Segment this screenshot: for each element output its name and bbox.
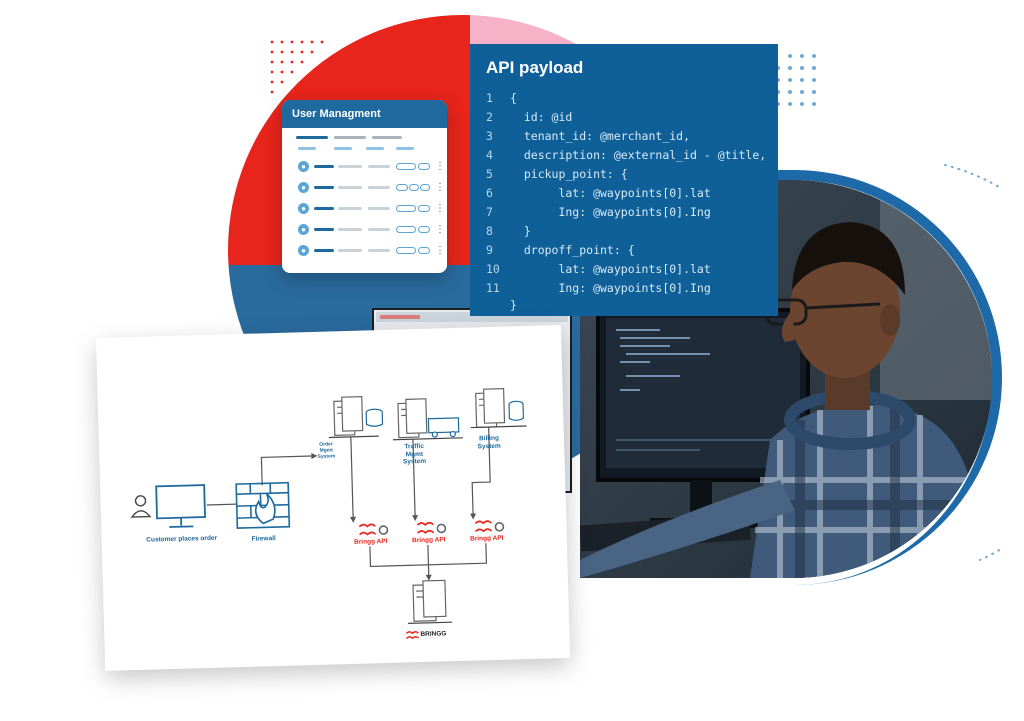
bringg-api-label: Bringg API (412, 536, 446, 545)
user-avatar-icon: ● (298, 245, 309, 256)
bringg-logo-text: BRINGG (420, 630, 447, 639)
architecture-diagram (130, 388, 527, 640)
role-badge (396, 184, 408, 191)
role-badge (396, 247, 416, 254)
um-tab-active[interactable] (296, 136, 328, 139)
table-row[interactable]: ● ⋮ (282, 181, 447, 195)
bringg-api-icon (474, 520, 505, 533)
bringg-api-label: Bringg API (354, 537, 388, 546)
user-avatar-icon: ● (298, 161, 309, 172)
user-avatar-icon: ● (298, 182, 309, 193)
billing-system-label: Billing System (477, 434, 501, 450)
status-badge (418, 247, 430, 254)
user-management-card: User Managment ● ⋮ ● ⋮ ● ⋮ ● (282, 100, 447, 273)
um-col-header (334, 147, 352, 150)
um-col-header (366, 147, 384, 150)
status-badge (418, 226, 430, 233)
kebab-menu-icon[interactable]: ⋮ (435, 203, 445, 214)
traffic-server-icon (392, 398, 463, 441)
table-row[interactable]: ● ⋮ (282, 244, 447, 258)
um-col-header (298, 147, 316, 150)
kebab-menu-icon[interactable]: ⋮ (435, 245, 445, 256)
computer-icon (155, 484, 206, 528)
developer-photo (580, 180, 992, 578)
firewall-label: Firewall (251, 535, 276, 543)
person-icon (130, 495, 152, 518)
architecture-diagram-card: Customer places order Firewall Order Mgm… (96, 325, 571, 671)
bringg-logo-icon (405, 631, 419, 640)
status-badge (420, 184, 430, 191)
order-system-label: Order Mgmt System (317, 441, 336, 460)
billing-server-icon (470, 388, 527, 429)
bringg-api-icon (416, 521, 447, 535)
role-badge (409, 184, 419, 191)
kebab-menu-icon[interactable]: ⋮ (435, 182, 445, 193)
bringg-api-icon (358, 523, 389, 536)
user-management-title: User Managment (282, 100, 447, 128)
bringg-api-label: Bringg API (469, 534, 504, 543)
kebab-menu-icon[interactable]: ⋮ (435, 161, 445, 172)
um-tab[interactable] (372, 136, 402, 139)
um-tab[interactable] (334, 136, 366, 139)
role-badge (396, 205, 416, 212)
traffic-system-label: Traffic Mgmt System (402, 442, 427, 466)
um-col-header (396, 147, 414, 150)
role-badge (396, 226, 416, 233)
table-row[interactable]: ● ⋮ (282, 202, 447, 216)
user-avatar-icon: ● (298, 203, 309, 214)
status-badge (418, 163, 430, 170)
kebab-menu-icon[interactable]: ⋮ (435, 224, 445, 235)
order-server-icon (328, 395, 384, 439)
table-row[interactable]: ● ⋮ (282, 223, 447, 237)
firewall-icon (235, 481, 291, 529)
api-payload-panel: API payload 1{ 2 id: @id 3 tenant_id: @m… (470, 44, 778, 316)
api-payload-title: API payload (486, 58, 584, 77)
status-badge (418, 205, 430, 212)
bringg-server-icon (408, 579, 453, 624)
dot-pattern-top-left (270, 40, 324, 94)
user-avatar-icon: ● (298, 224, 309, 235)
role-badge (396, 163, 416, 170)
table-row[interactable]: ● ⋮ (282, 160, 447, 174)
